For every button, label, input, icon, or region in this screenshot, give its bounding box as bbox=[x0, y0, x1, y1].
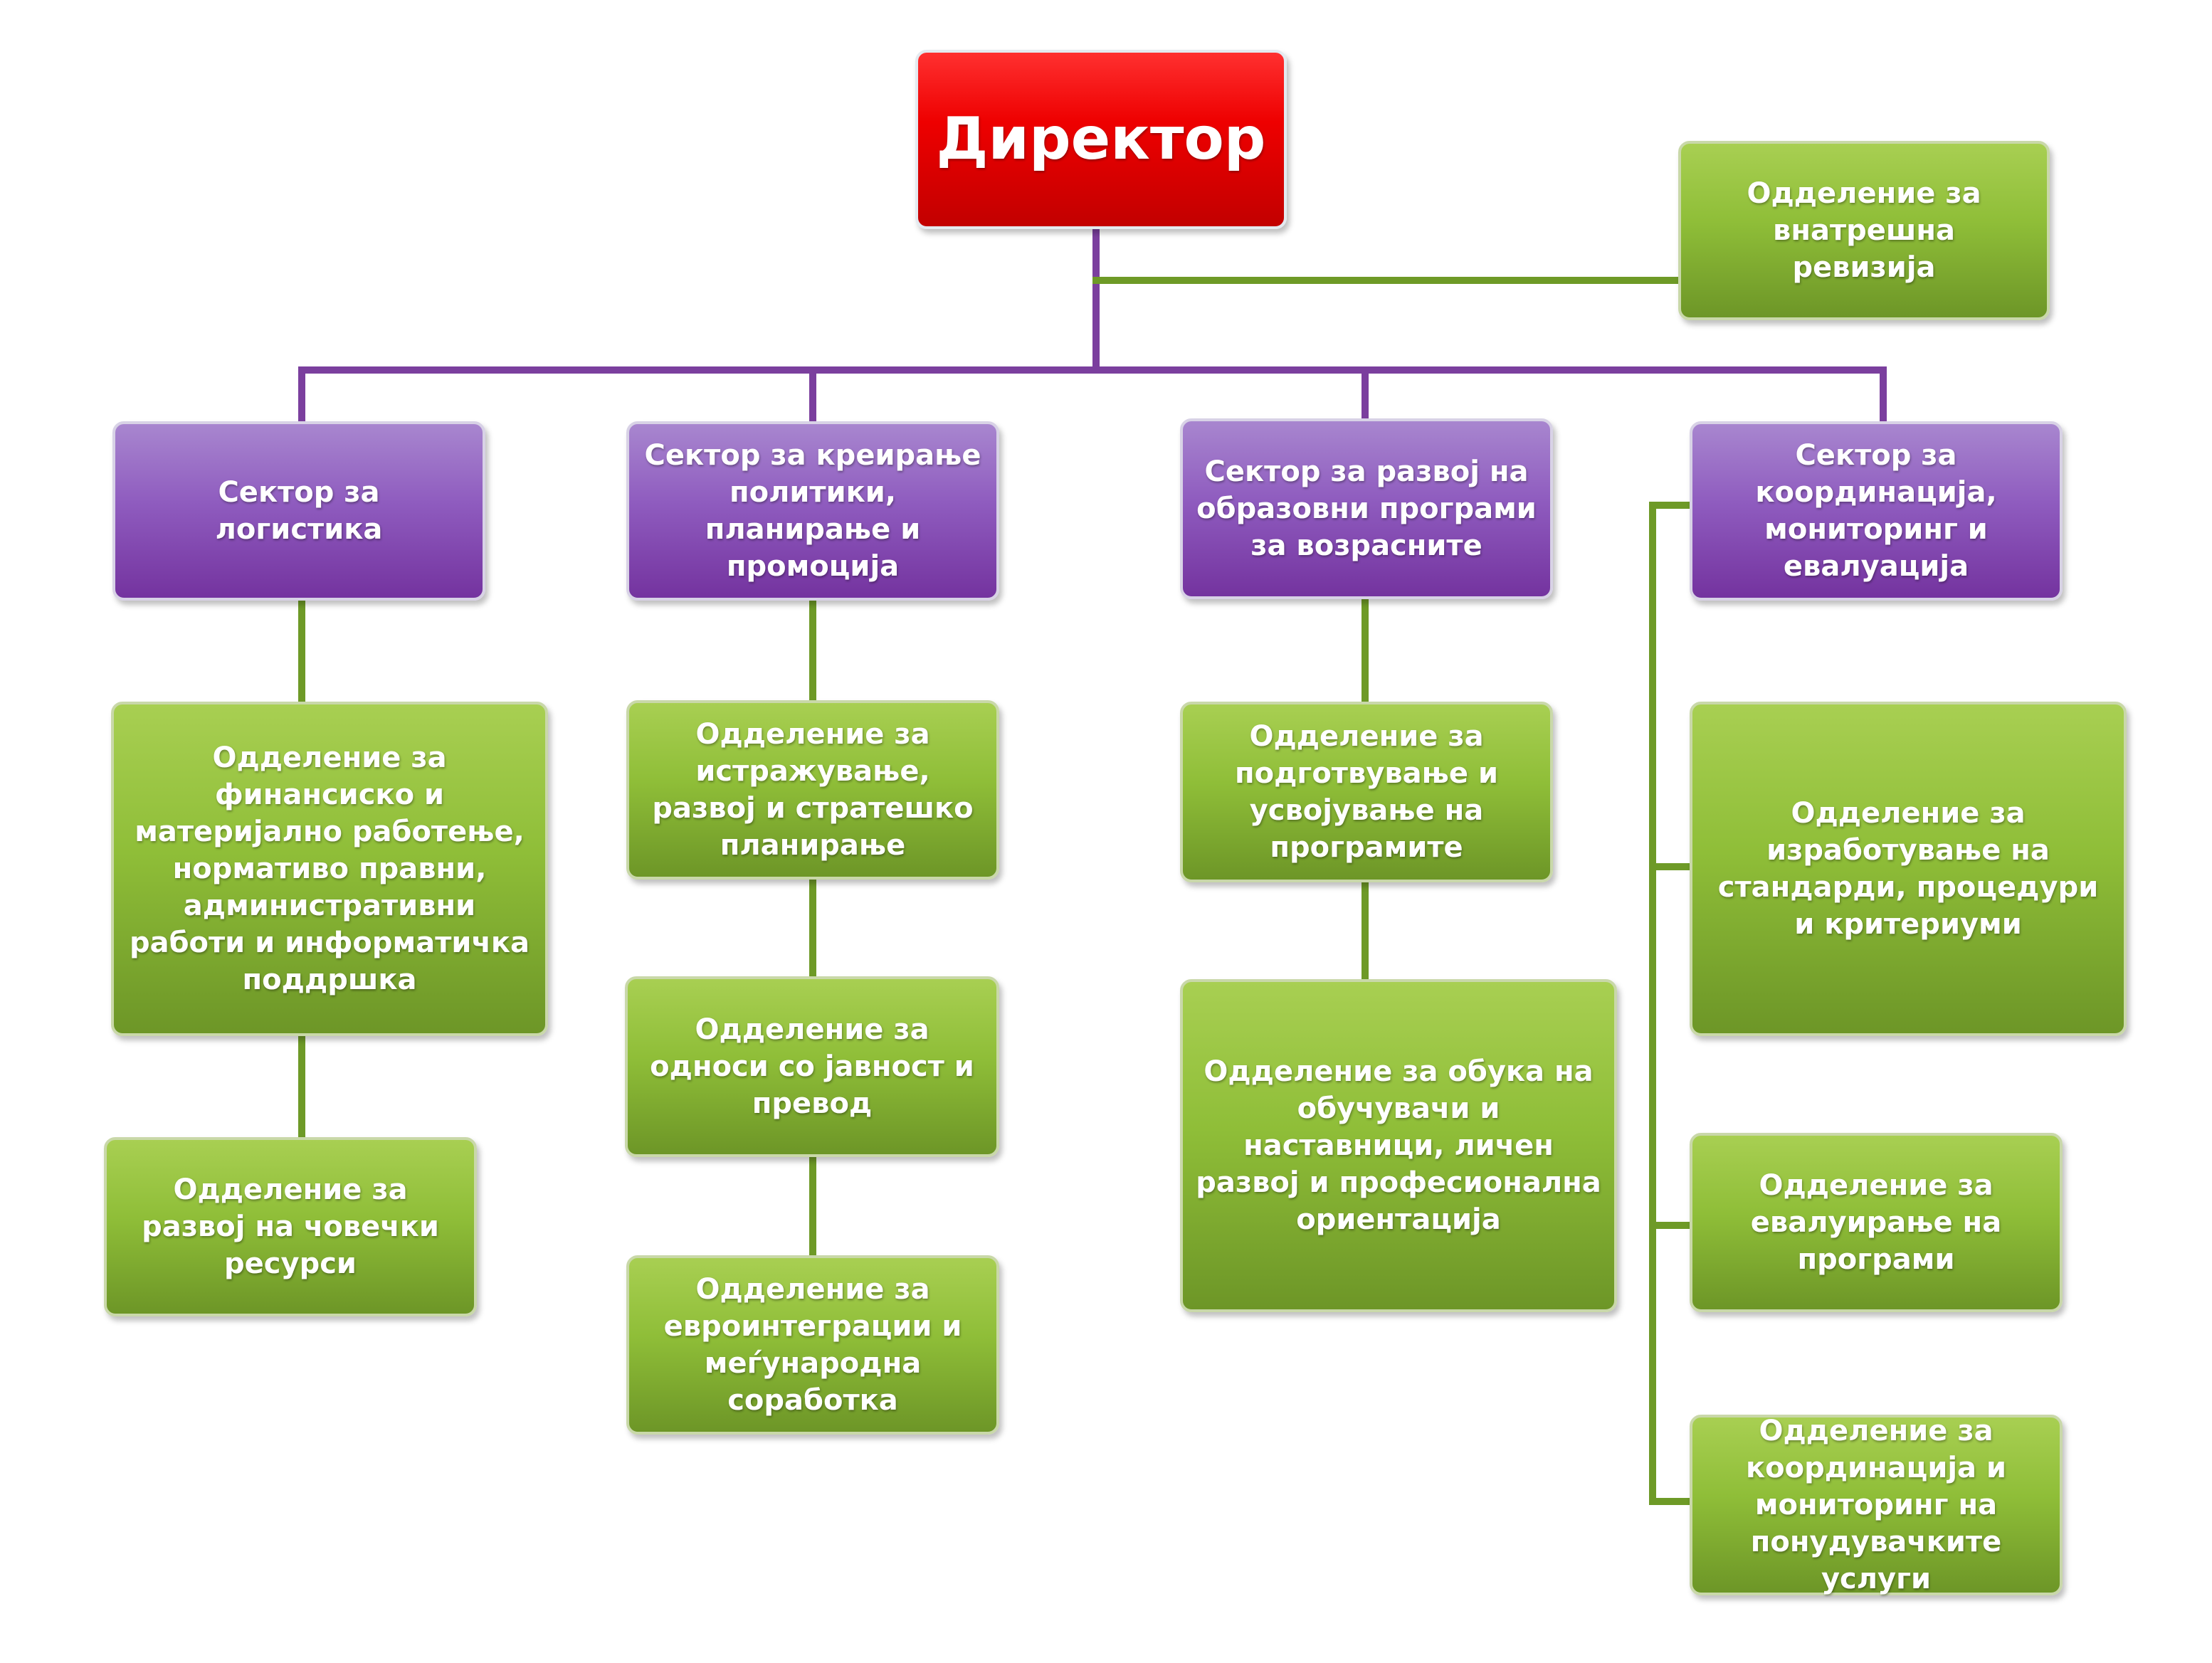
sector-programs-box: Сектор за развој на образовни програми з… bbox=[1180, 418, 1553, 599]
sector-logistics-box: Сектор за логистика bbox=[112, 421, 485, 601]
sector-label: Сектор за развој на образовни програми з… bbox=[1196, 455, 1537, 562]
department-box: Одделение за односи со јавност и превод bbox=[625, 976, 999, 1157]
department-box: Одделение за финансиско и материјално ра… bbox=[111, 702, 548, 1036]
department-box: Одделение за координација и мониторинг н… bbox=[1690, 1415, 2063, 1595]
department-box: Одделение за истражување, развој и страт… bbox=[626, 700, 999, 880]
department-label: Одделение за односи со јавност и превод bbox=[650, 1013, 974, 1120]
director-box: Директор bbox=[915, 50, 1287, 229]
department-label: Одделение за изработување на стандарди, … bbox=[1717, 797, 2099, 941]
department-box: Одделение за евалуирање на програми bbox=[1690, 1133, 2063, 1312]
internal-audit-box: Одделение за внатрешна ревизија bbox=[1678, 141, 2050, 320]
internal-audit-label: Одделение за внатрешна ревизија bbox=[1747, 177, 1981, 284]
department-label: Одделение за подготвување и усвојување н… bbox=[1235, 720, 1498, 864]
department-box: Одделение за развој на човечки ресурси bbox=[104, 1137, 477, 1316]
sector-label: Сектор за координација, мониторинг и ева… bbox=[1755, 439, 1997, 583]
department-box: Одделение за обука на обучувачи и настав… bbox=[1180, 979, 1617, 1312]
department-label: Одделение за обука на обучувачи и настав… bbox=[1196, 1055, 1601, 1236]
sector-label: Сектор за креирање политики, планирање и… bbox=[644, 439, 981, 583]
department-label: Одделение за евроинтеграции и меѓународн… bbox=[663, 1273, 962, 1417]
department-box: Одделение за изработување на стандарди, … bbox=[1690, 702, 2127, 1036]
sector-label: Сектор за логистика bbox=[215, 476, 383, 546]
department-label: Одделение за финансиско и материјално ра… bbox=[129, 741, 530, 996]
department-box: Одделение за евроинтеграции и меѓународн… bbox=[626, 1255, 999, 1435]
department-label: Одделение за развој на човечки ресурси bbox=[142, 1173, 439, 1280]
department-label: Одделение за истражување, развој и страт… bbox=[652, 718, 974, 862]
department-label: Одделение за координација и мониторинг н… bbox=[1745, 1415, 2007, 1595]
department-box: Одделение за подготвување и усвојување н… bbox=[1180, 702, 1553, 882]
sector-coordination-box: Сектор за координација, мониторинг и ева… bbox=[1690, 421, 2063, 601]
sector-policy-box: Сектор за креирање политики, планирање и… bbox=[626, 421, 999, 601]
department-label: Одделение за евалуирање на програми bbox=[1750, 1169, 2002, 1276]
director-label: Директор bbox=[936, 105, 1266, 173]
